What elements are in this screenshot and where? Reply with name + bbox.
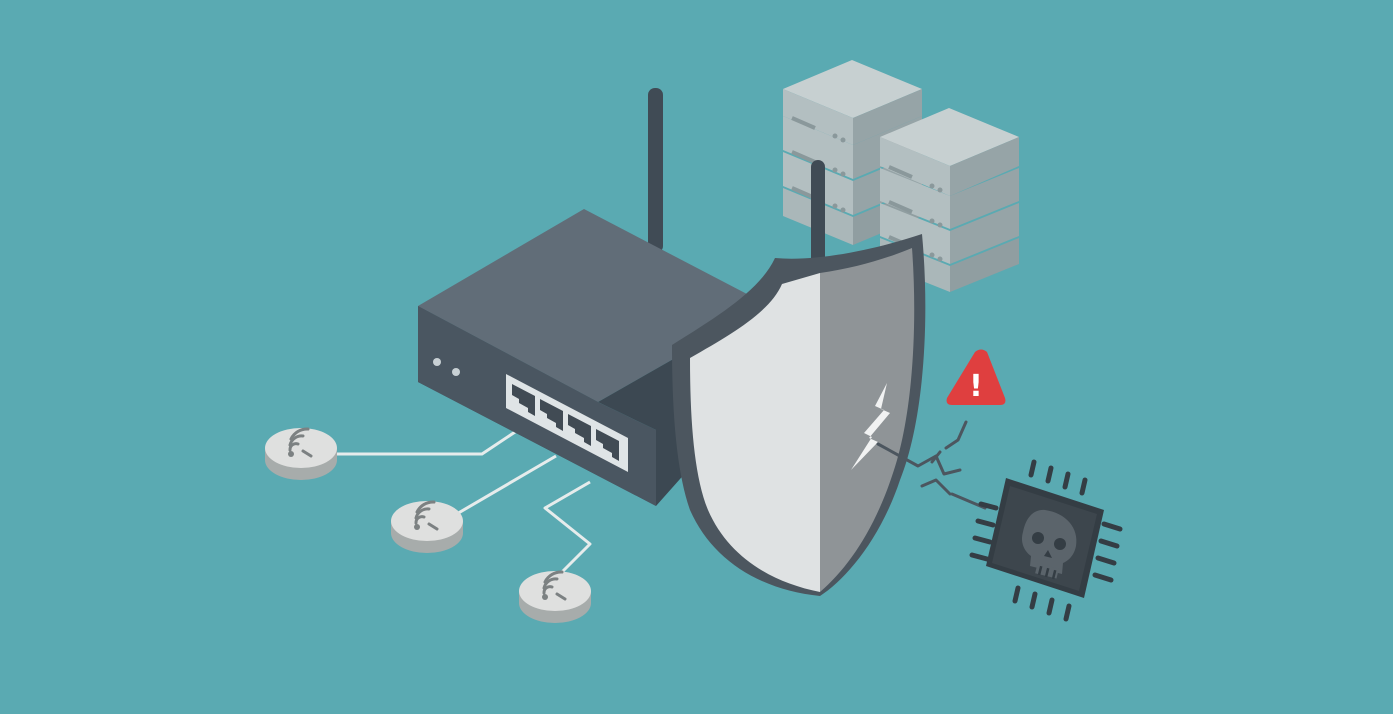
power-led-icon	[433, 358, 441, 366]
cable-1	[330, 428, 519, 456]
client-node-2	[391, 500, 463, 553]
shield-crack	[851, 383, 890, 470]
ethernet-port-icon	[512, 384, 535, 416]
shield-icon	[672, 234, 926, 596]
wifi-node-icon	[265, 427, 591, 623]
network-cables	[330, 428, 592, 580]
ethernet-port-icon	[568, 414, 591, 446]
ethernet-port-icon	[596, 429, 619, 461]
cable-3	[543, 480, 592, 580]
cable-2	[454, 454, 557, 517]
client-node-1	[265, 427, 337, 480]
ethernet-port-icon	[540, 399, 563, 431]
status-led-icon	[452, 368, 460, 376]
warning-symbol: !	[969, 369, 983, 404]
warning-icon: !	[946, 349, 1006, 405]
ethernet-ports	[506, 374, 628, 472]
client-node-3	[519, 570, 591, 623]
malware-chip-icon	[969, 459, 1123, 622]
